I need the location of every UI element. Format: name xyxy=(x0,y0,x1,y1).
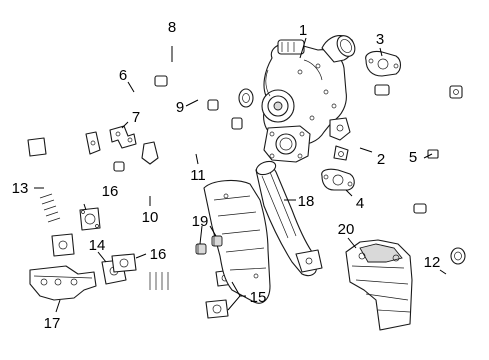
part-10-hose xyxy=(137,185,167,199)
leader-2 xyxy=(359,147,373,153)
leader-17 xyxy=(55,299,61,313)
callout-3: 3 xyxy=(376,31,384,48)
part-11-coolant-pipe xyxy=(141,117,243,165)
part-9-pipe xyxy=(194,88,254,111)
leader-9 xyxy=(185,99,199,107)
part-8-hose xyxy=(152,60,194,74)
part-6-coolant-line xyxy=(85,75,168,172)
leader-19b xyxy=(199,225,203,245)
callout-19: 19 xyxy=(192,213,209,230)
part-7-bracket xyxy=(109,125,137,149)
leader-20 xyxy=(347,237,357,249)
callout-16-center: 16 xyxy=(150,246,167,263)
callout-numbers: 1 2 3 4 5 6 7 8 9 10 11 12 13 14 15 16 1… xyxy=(12,19,441,332)
callout-17: 17 xyxy=(44,315,61,332)
part-16-gasket-center xyxy=(111,253,137,273)
exhaust-heat-shield xyxy=(203,179,271,304)
part-17-exhaust-manifold xyxy=(29,265,97,301)
leader-5 xyxy=(423,153,433,159)
callout-15: 15 xyxy=(250,289,267,306)
callout-8: 8 xyxy=(168,19,176,36)
part-5-oil-feed-line xyxy=(413,85,463,214)
leader-19a xyxy=(209,225,217,237)
leader-12 xyxy=(439,269,447,275)
leader-14 xyxy=(97,251,107,263)
leader-3 xyxy=(379,47,383,57)
callout-14: 14 xyxy=(89,237,106,254)
callout-6: 6 xyxy=(119,67,127,84)
leader-16b xyxy=(135,253,147,259)
callout-7: 7 xyxy=(132,109,140,126)
leader-4 xyxy=(345,189,353,197)
leader-1 xyxy=(299,37,307,59)
leader-11 xyxy=(195,153,199,165)
part-19-fasteners xyxy=(195,235,223,255)
callout-1: 1 xyxy=(299,22,307,39)
leader-16a xyxy=(83,203,87,211)
part-12-hose xyxy=(421,247,466,289)
callout-12: 12 xyxy=(424,254,441,271)
callout-13: 13 xyxy=(12,180,29,197)
callout-4: 4 xyxy=(356,195,364,212)
callout-11: 11 xyxy=(190,167,206,184)
part-20-heat-shield xyxy=(345,239,413,331)
part-18-intake-pipe xyxy=(255,160,323,277)
callout-9: 9 xyxy=(176,99,184,116)
leader-lines xyxy=(34,37,447,313)
callout-5: 5 xyxy=(409,149,417,166)
part-3-gasket xyxy=(365,50,402,77)
callout-2: 2 xyxy=(377,151,385,168)
leader-7 xyxy=(121,121,129,129)
part-13-egr-tube xyxy=(18,137,75,257)
part-2-oil-return-pipe xyxy=(333,84,390,161)
part-4-gasket xyxy=(321,168,355,191)
part-16-gasket-left xyxy=(79,207,101,231)
callout-10: 10 xyxy=(142,209,159,226)
leader-6 xyxy=(127,81,135,93)
part-1-turbocharger xyxy=(261,35,356,163)
callout-18: 18 xyxy=(298,193,315,210)
callout-16-left: 16 xyxy=(102,183,119,200)
callout-20: 20 xyxy=(338,221,355,238)
